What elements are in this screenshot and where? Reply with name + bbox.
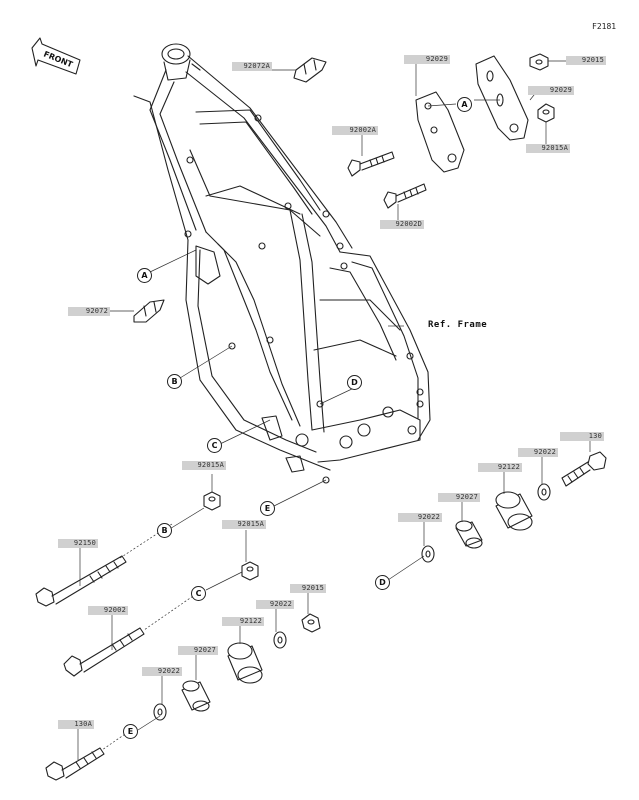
collar-92027-right — [455, 520, 483, 549]
nut-92015-top — [529, 53, 549, 71]
engine-bracket-left — [415, 91, 465, 173]
clamp-92072a — [293, 57, 327, 83]
part-label-92122-low: 92122 — [222, 617, 264, 626]
part-label-92002a: 92002A — [332, 126, 378, 135]
part-label-92015a-mid: 92015A — [182, 461, 226, 470]
bolt-92002d — [383, 183, 427, 209]
washer-92022-low — [273, 631, 287, 649]
collar-92122-right — [495, 491, 533, 531]
callout-b-bolt: B — [157, 523, 172, 538]
part-label-92022-low: 92022 — [256, 600, 294, 609]
part-label-92027-low: 92027 — [178, 646, 218, 655]
collar-92122-low — [227, 642, 263, 684]
front-arrow-icon — [31, 37, 81, 75]
part-label-92002: 92002 — [88, 606, 128, 615]
washer-92022-right-top — [537, 483, 551, 501]
part-label-130a: 130A — [58, 720, 94, 729]
callout-c-bolt: C — [191, 586, 206, 601]
nut-92015-low — [301, 613, 321, 633]
callout-d-frame: D — [347, 375, 362, 390]
washer-92022-bottom — [153, 703, 167, 721]
part-label-92029-right: 92029 — [528, 86, 574, 95]
part-label-130: 130 — [560, 432, 604, 441]
part-label-92022-right-top: 92022 — [518, 448, 558, 457]
washer-92022-right-low — [421, 545, 435, 563]
clamp-92072 — [133, 299, 165, 323]
part-label-92072a: 92072A — [232, 62, 272, 71]
callout-b-frame: B — [167, 374, 182, 389]
bolt-130a — [45, 747, 105, 781]
bolt-130 — [561, 451, 607, 487]
diagram-id: F2181 — [592, 22, 617, 31]
callout-a-bracket: A — [457, 97, 472, 112]
part-label-92022-bottom: 92022 — [142, 667, 182, 676]
callout-e-frame: E — [260, 501, 275, 516]
bolt-92002a — [347, 151, 395, 177]
part-label-92002d: 92002D — [380, 220, 424, 229]
part-label-92027-right: 92027 — [438, 493, 480, 502]
callout-c-frame: C — [207, 438, 222, 453]
collar-92027-low — [181, 680, 211, 712]
callout-d-right: D — [375, 575, 390, 590]
nut-92015a-lower — [241, 561, 259, 581]
callout-a-frame: A — [137, 268, 152, 283]
ref-frame-label: Ref. Frame — [428, 320, 488, 330]
bolt-92150 — [35, 555, 127, 607]
frame-outline — [133, 43, 431, 484]
part-label-92015a-top: 92015A — [526, 144, 570, 153]
callout-e-bolt: E — [123, 724, 138, 739]
bolt-92002 — [63, 627, 145, 677]
part-label-92150: 92150 — [58, 539, 98, 548]
front-text: FRONT — [42, 50, 74, 70]
part-label-92072: 92072 — [68, 307, 110, 316]
part-label-92122-right: 92122 — [478, 463, 522, 472]
part-label-92029-left: 92029 — [404, 55, 450, 64]
part-label-92015-low: 92015 — [290, 584, 326, 593]
part-label-92022-right-low: 92022 — [398, 513, 442, 522]
engine-bracket-right — [475, 55, 529, 141]
part-label-92015-top: 92015 — [566, 56, 606, 65]
nut-92015a-top — [537, 103, 555, 123]
part-label-92015a-lower: 92015A — [222, 520, 266, 529]
